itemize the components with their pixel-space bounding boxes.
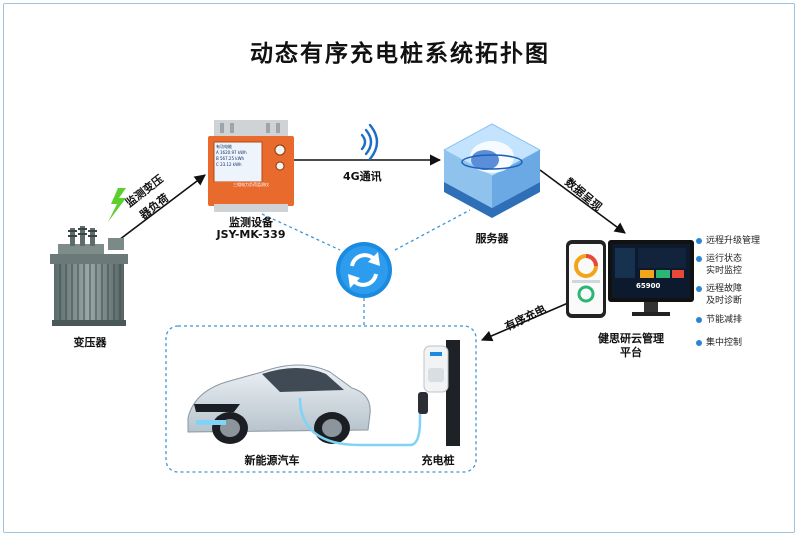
arrow-transformer-monitor: [114, 174, 206, 244]
arrow-platform-charger: [480, 299, 576, 342]
device-screen-line-4: C 23.12 kWh: [216, 162, 242, 167]
feature-text: 及时诊断: [706, 296, 743, 306]
bullet-icon: [696, 340, 702, 346]
device-screen-line-1: 有功电能: [216, 144, 232, 149]
dashed-links: [165, 209, 477, 473]
dashed-link-monitor: [261, 213, 341, 251]
feature-item: 远程升级管理: [696, 235, 796, 249]
feature-item: 远程故障 及时诊断: [696, 283, 796, 309]
label-platform-2: 平台: [620, 346, 642, 359]
feature-item: 集中控制: [696, 337, 796, 351]
label-monitor-model: JSY-MK-339: [216, 228, 286, 241]
charging-area-box: [165, 325, 477, 473]
edge-label-4g: 4G通讯: [343, 170, 382, 183]
charging-cable: [298, 397, 422, 447]
feature-item: 节能减排: [696, 314, 796, 328]
device-screen: 有功电能 A 1620.97 kWh B 567.25 kWh C 23.12 …: [216, 144, 262, 168]
label-charger: 充电桩: [421, 454, 455, 467]
charger-post-icon: [418, 340, 460, 446]
arrows: [114, 154, 626, 342]
diagram-frame: [3, 3, 795, 533]
label-monitor-device: 监测设备: [229, 216, 273, 229]
bullet-icon: [696, 238, 702, 244]
transformer-icon: [50, 226, 128, 326]
device-screen-line-3: B 567.25 kWh: [216, 156, 245, 161]
bullet-icon: [696, 256, 702, 262]
lightning-icon: [108, 188, 126, 222]
label-platform: 健思研云管理: [598, 332, 664, 345]
feature-text: 实时监控: [706, 266, 743, 276]
feature-text: 集中控制: [706, 338, 743, 348]
feature-text: 节能减排: [706, 315, 743, 325]
arrow-server-platform: [539, 169, 626, 234]
label-ev: 新能源汽车: [244, 454, 300, 467]
label-transformer: 变压器: [73, 336, 107, 349]
platform-screens-icon: [566, 240, 694, 318]
monitor-screen-value: 65900: [636, 282, 661, 290]
feature-text: 运行状态: [706, 254, 743, 264]
feature-item: 运行状态 实时监控: [696, 253, 796, 279]
ev-car-icon: [187, 364, 371, 444]
monitor-device-icon: [208, 120, 294, 212]
sync-icon: [336, 242, 392, 298]
device-caption: 三相电力负荷监测仪: [233, 182, 269, 187]
feature-text: 远程升级管理: [706, 236, 761, 246]
dashed-link-server: [394, 209, 471, 251]
bullet-icon: [696, 286, 702, 292]
device-screen-line-2: A 1620.97 kWh: [216, 150, 247, 155]
server-cloud-icon: [442, 123, 542, 218]
wifi-signal-icon: [360, 123, 379, 161]
bullet-icon: [696, 317, 702, 323]
diagram-title: 动态有序充电桩系统拓扑图: [250, 41, 550, 67]
label-server: 服务器: [475, 232, 509, 245]
feature-text: 远程故障: [706, 284, 743, 294]
